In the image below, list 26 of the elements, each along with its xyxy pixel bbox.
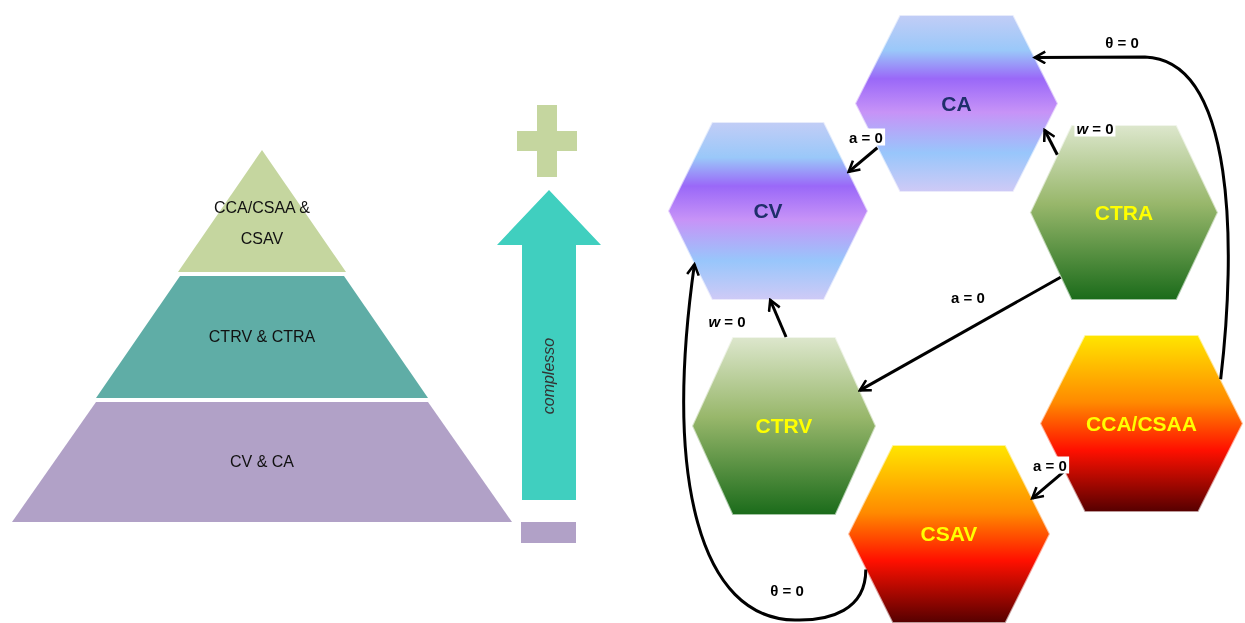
hexagon-shape xyxy=(1040,335,1243,512)
tier-label: CCA/CSAA & CSAV xyxy=(213,197,311,249)
node-label: CA xyxy=(940,91,973,116)
arrow xyxy=(1033,50,1230,380)
node-label: CTRV xyxy=(754,414,814,438)
node-label: CTRA xyxy=(1093,200,1155,225)
edge-label: a = 0 xyxy=(847,128,885,146)
arrow xyxy=(682,263,868,622)
tier-label: CV & CA xyxy=(229,451,295,472)
edge-label: a = 0 xyxy=(1031,456,1069,474)
arrow xyxy=(858,275,1062,392)
arrow xyxy=(1042,128,1059,156)
pyramid-middle-tier xyxy=(96,276,428,398)
node-label: CSAV xyxy=(919,522,979,546)
arrow xyxy=(847,146,879,174)
node-label: CV xyxy=(752,199,784,223)
hexagon-shape xyxy=(692,337,876,515)
up-arrow-shape xyxy=(497,190,601,500)
tier-label: CTRV & CTRA xyxy=(207,326,317,347)
pyramid-top-tier xyxy=(178,150,346,272)
arrow-label: complesso xyxy=(540,336,558,417)
pyramid-bottom-tier xyxy=(12,402,512,522)
node-label: CCA/CSAA xyxy=(1085,411,1198,436)
hexagon-shape xyxy=(668,122,868,300)
arrow xyxy=(767,298,788,338)
hexagon-shape xyxy=(1030,125,1218,300)
